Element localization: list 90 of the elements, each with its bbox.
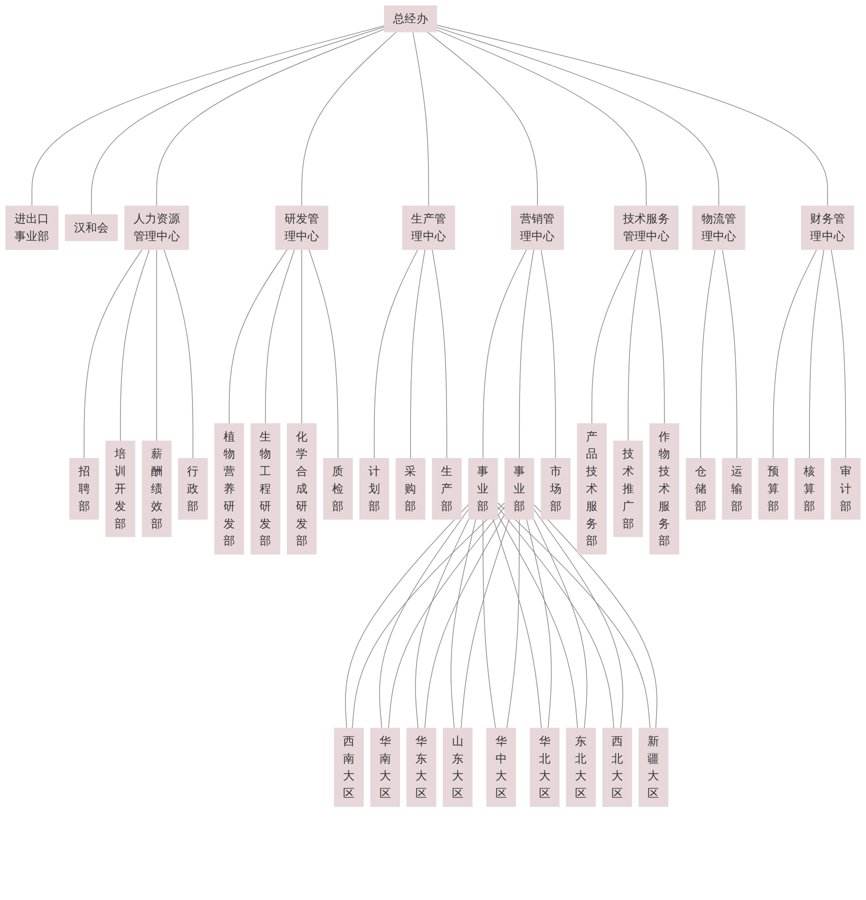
node-box: 东北大区 xyxy=(566,728,596,807)
connector xyxy=(301,249,302,424)
connector xyxy=(526,518,552,729)
node-box: 技术推广部 xyxy=(613,440,643,538)
connector xyxy=(450,518,476,729)
connector xyxy=(830,249,846,459)
connector xyxy=(497,506,614,729)
node-box: 西北大区 xyxy=(602,728,632,807)
connector xyxy=(518,249,534,459)
connector xyxy=(533,508,624,729)
node-box: 总经办 xyxy=(384,5,437,32)
node-box: 财务管理中心 xyxy=(801,206,854,250)
node-box: 化学合成研发部 xyxy=(286,423,317,554)
connector xyxy=(228,249,288,424)
connector xyxy=(809,249,824,459)
connector xyxy=(301,32,397,206)
node-box: 行政部 xyxy=(178,458,208,520)
connector xyxy=(772,249,818,459)
connector xyxy=(506,518,520,729)
node-box: 华中大区 xyxy=(486,728,516,807)
node-box: 核算部 xyxy=(794,458,824,520)
connector xyxy=(412,32,430,206)
connector xyxy=(533,518,588,729)
connector xyxy=(120,249,150,442)
node-box: 作物技术服务部 xyxy=(650,423,680,554)
connector xyxy=(436,26,720,206)
connector xyxy=(388,506,506,729)
connector xyxy=(482,249,527,459)
node-box: 研发管理中心 xyxy=(275,206,328,250)
node-box: 生产部 xyxy=(432,458,462,520)
connector xyxy=(265,249,295,424)
connector xyxy=(32,25,385,206)
node-box: 华南大区 xyxy=(370,728,400,807)
connector xyxy=(460,518,510,729)
connector xyxy=(379,508,469,729)
node-box: 汉和会 xyxy=(64,214,118,242)
node-box: 物流管理中心 xyxy=(692,206,746,250)
connector xyxy=(352,502,506,729)
node-box: 招聘部 xyxy=(69,458,99,520)
node-box: 审计部 xyxy=(830,458,861,520)
connector xyxy=(345,504,469,729)
node-box: 质检部 xyxy=(323,458,353,520)
connector xyxy=(540,249,556,459)
node-box: 新疆大区 xyxy=(638,728,668,807)
node-box: 预算部 xyxy=(758,458,788,520)
connector xyxy=(91,26,385,216)
node-box: 采购部 xyxy=(396,458,426,520)
connector xyxy=(410,249,426,459)
connector xyxy=(436,24,828,206)
connector xyxy=(415,518,469,729)
node-box: 事业部 xyxy=(504,458,534,520)
connector xyxy=(308,249,338,459)
node-box: 华东大区 xyxy=(406,728,436,807)
connector xyxy=(591,249,636,424)
node-box: 生物工程研发部 xyxy=(250,423,280,554)
node-box: 植物营养研发部 xyxy=(214,423,244,554)
node-box: 事业部 xyxy=(468,458,498,520)
connector xyxy=(497,514,578,729)
node-box: 产品技术服务部 xyxy=(576,423,607,554)
connector xyxy=(700,249,716,459)
connector xyxy=(374,249,418,459)
node-box: 市场部 xyxy=(540,458,570,520)
connector xyxy=(426,32,538,206)
connector xyxy=(164,249,194,459)
node-box: 薪酬绩效部 xyxy=(142,440,172,538)
node-box: 华北大区 xyxy=(530,728,560,807)
connector xyxy=(497,502,650,729)
connector xyxy=(84,249,143,459)
connector xyxy=(650,249,665,424)
connector xyxy=(533,504,658,729)
connector xyxy=(424,514,506,729)
node-box: 生产管理中心 xyxy=(402,206,456,250)
connector xyxy=(628,249,643,442)
node-box: 西南大区 xyxy=(334,728,364,807)
connector xyxy=(436,30,647,206)
node-box: 培训开发部 xyxy=(106,440,136,538)
connector xyxy=(722,249,738,459)
node-box: 计划部 xyxy=(359,458,390,520)
connector xyxy=(492,518,542,729)
node-box: 仓储部 xyxy=(686,458,716,520)
node-box: 人力资源管理中心 xyxy=(124,206,189,250)
connector xyxy=(156,28,385,206)
connector xyxy=(482,518,496,729)
node-box: 技术服务管理中心 xyxy=(614,206,679,250)
node-box: 营销管理中心 xyxy=(510,206,564,250)
connector xyxy=(156,249,158,442)
node-box: 进出口事业部 xyxy=(5,206,58,250)
node-box: 山东大区 xyxy=(442,728,473,807)
node-box: 运输部 xyxy=(722,458,752,520)
connector xyxy=(432,249,448,459)
